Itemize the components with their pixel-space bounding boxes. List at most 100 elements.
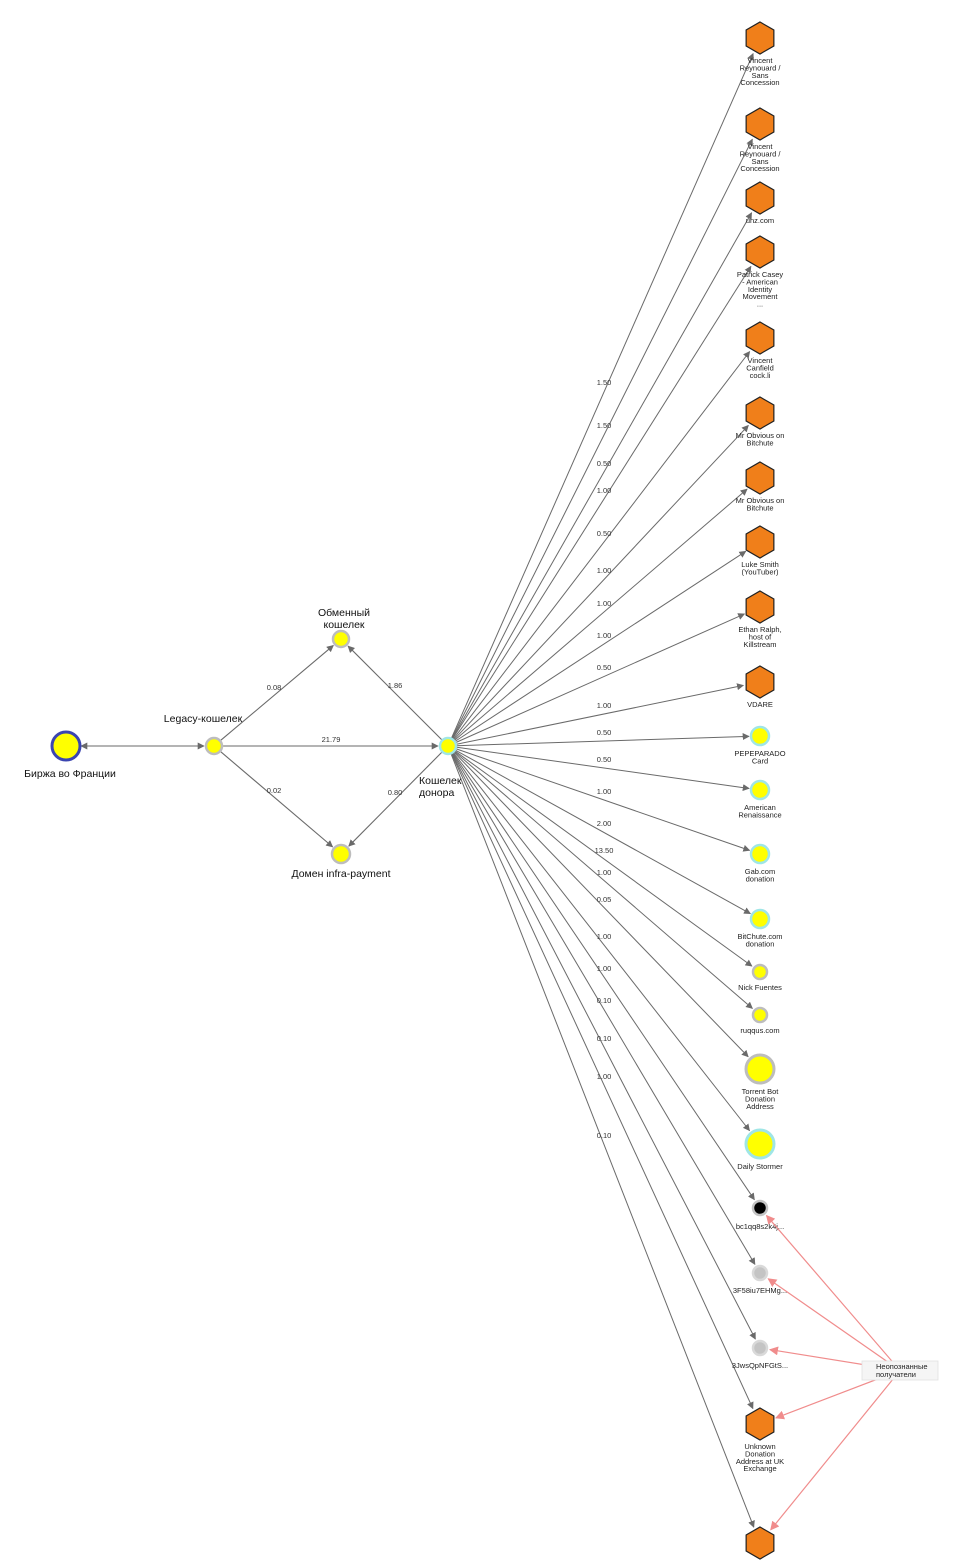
recipient-label: Vincent (748, 56, 774, 65)
edge-amount-label: 0.50 (597, 663, 612, 672)
recipient-entity-hexagon-icon[interactable] (745, 21, 775, 55)
recipient-label: bc1qq8s2k4j... (736, 1222, 784, 1231)
edge-donor-to-recipient-13 (454, 749, 751, 915)
recipient-entity-hexagon-icon[interactable] (745, 235, 775, 269)
edge-donor-to-recipient-3 (451, 265, 752, 740)
edge-amount-label: 0.80 (388, 788, 403, 797)
nodes-layer (50, 21, 776, 1560)
recipient-wallet-node[interactable] (744, 1128, 776, 1160)
recipient-label: Donation (745, 1094, 775, 1103)
edge-donor-to-recipient-6 (453, 488, 748, 742)
recipient-entity-hexagon-icon[interactable] (745, 1526, 775, 1560)
recipient-label: Unknown (744, 1442, 775, 1451)
recipient-wallet-node[interactable] (749, 725, 771, 747)
edge-donor-to-recipient-21 (450, 753, 754, 1410)
recipient-unknown-node[interactable] (751, 1199, 769, 1217)
recipient-entity-hexagon-icon[interactable] (745, 107, 775, 141)
recipient-wallet-node[interactable] (749, 843, 771, 865)
edge-donor-to-recipient-12 (455, 748, 751, 852)
recipient-entity-hexagon-icon[interactable] (745, 181, 775, 215)
edge-labels-layer: 0.0821.790.021.860.801.501.500.501.000.5… (267, 378, 614, 1140)
edge-donor-to-recipient-5 (453, 424, 749, 741)
edge-amount-label: 0.50 (597, 459, 612, 468)
edge-donor-to-recipient-18 (452, 752, 755, 1201)
callout-pointer-18 (765, 1214, 900, 1370)
edge-donor-to-recipient-0 (450, 52, 754, 739)
edge-donor-to-recipient-7 (454, 550, 747, 743)
obmen-node[interactable] (331, 629, 351, 649)
edge-legacy-to-infra (220, 751, 334, 848)
exchange-label: Биржа во Франции (24, 768, 116, 780)
edge-amount-label: 0.10 (597, 1131, 612, 1140)
recipient-label: Sans (751, 157, 768, 166)
edge-amount-label: 0.50 (597, 755, 612, 764)
edge-amount-label: 1.86 (388, 681, 403, 690)
edge-amount-label: 1.50 (597, 421, 612, 430)
edge-amount-label: 13.50 (595, 846, 614, 855)
recipient-label: Exchange (743, 1464, 776, 1473)
recipient-label: PEPEPARADO (734, 749, 785, 758)
edge-donor-to-recipient-14 (454, 750, 753, 967)
infra-node[interactable] (330, 843, 352, 865)
infra-label: Домен infra-payment (291, 868, 390, 880)
recipient-wallet-node[interactable] (751, 1006, 769, 1024)
recipient-unknown-node[interactable] (751, 1339, 769, 1357)
recipient-label: Renaissance (738, 810, 781, 819)
recipient-label: Torrent Bot (742, 1087, 780, 1096)
exchange-node[interactable] (50, 730, 82, 762)
edge-amount-label: 1.00 (597, 964, 612, 973)
recipient-wallet-node[interactable] (749, 908, 771, 930)
edge-amount-label: 0.10 (597, 996, 612, 1005)
recipient-label: donation (746, 939, 775, 948)
recipient-label: Gab.com (745, 867, 775, 876)
edge-amount-label: 1.00 (597, 868, 612, 877)
recipient-label: Patrick Casey (737, 270, 784, 279)
callout-pointer-22 (770, 1371, 900, 1531)
recipient-label: Killstream (744, 640, 777, 649)
recipient-entity-hexagon-icon[interactable] (745, 1407, 775, 1441)
edge-amount-label: 1.00 (597, 631, 612, 640)
callout-label: получатели (876, 1370, 916, 1379)
recipient-label: 3F58iu7EHMg... (733, 1286, 787, 1295)
edge-donor-to-recipient-1 (451, 138, 753, 740)
recipient-label: donation (746, 874, 775, 883)
recipient-label: Movement (742, 292, 778, 301)
donor-node[interactable] (438, 736, 458, 756)
recipient-label: - American (742, 277, 778, 286)
edge-donor-to-recipient-16 (453, 751, 749, 1058)
edge-donor-to-obmen (347, 645, 443, 741)
legacy-node[interactable] (204, 736, 224, 756)
recipient-entity-hexagon-icon[interactable] (745, 461, 775, 495)
edge-amount-label: 1.00 (597, 486, 612, 495)
recipient-wallet-node[interactable] (744, 1053, 776, 1085)
edge-donor-to-recipient-22 (450, 753, 755, 1528)
recipient-label: unz.com (746, 216, 774, 225)
recipient-label: American (744, 803, 776, 812)
recipient-entity-hexagon-icon[interactable] (745, 525, 775, 559)
recipient-entity-hexagon-icon[interactable] (745, 321, 775, 355)
recipient-wallet-node[interactable] (751, 963, 769, 981)
recipient-wallet-node[interactable] (749, 779, 771, 801)
edge-amount-label: 2.00 (597, 819, 612, 828)
recipient-label: (YouTuber) (742, 567, 779, 576)
edge-donor-to-recipient-15 (453, 750, 753, 1009)
recipient-label: 3JwsQpNFGtS... (732, 1361, 788, 1370)
recipient-label: Concession (740, 78, 779, 87)
edge-donor-to-infra (348, 752, 443, 847)
recipient-entity-hexagon-icon[interactable] (745, 590, 775, 624)
recipient-unknown-node[interactable] (751, 1264, 769, 1282)
edge-amount-label: 0.50 (597, 728, 612, 737)
recipient-label: Daily Stormer (737, 1162, 783, 1171)
edge-amount-label: 0.02 (267, 786, 282, 795)
edge-donor-to-recipient-8 (455, 613, 746, 744)
recipient-entity-hexagon-icon[interactable] (745, 665, 775, 699)
recipient-label: Vincent (748, 356, 774, 365)
edge-amount-label: 1.50 (597, 378, 612, 387)
recipient-label: Identity (748, 285, 772, 294)
edge-amount-label: 0.08 (267, 683, 282, 692)
recipient-label: Sans (751, 71, 768, 80)
recipient-entity-hexagon-icon[interactable] (745, 396, 775, 430)
recipient-label: ... (757, 300, 763, 309)
edge-donor-to-recipient-17 (452, 751, 750, 1132)
